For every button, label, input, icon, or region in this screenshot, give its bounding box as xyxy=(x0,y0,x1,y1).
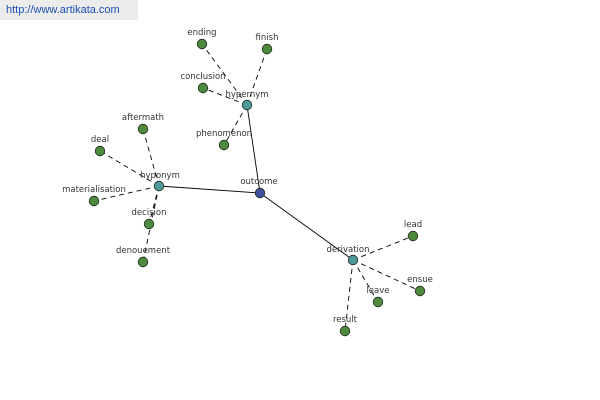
word-node-aftermath[interactable] xyxy=(137,123,149,135)
word-node-phenomenon[interactable] xyxy=(218,139,230,151)
word-node-ensue[interactable] xyxy=(414,285,426,297)
word-node-ending-label: ending xyxy=(187,28,216,38)
word-node-leave-label: leave xyxy=(366,286,389,296)
word-node-decision-label: decision xyxy=(131,208,166,218)
edge-outcome-hyponym xyxy=(158,185,261,194)
word-node-deal-label: deal xyxy=(91,135,109,145)
relation-node-hyponym[interactable] xyxy=(153,180,165,192)
word-node-denouement-label: denouement xyxy=(116,246,171,256)
word-node-ensue-label: ensue xyxy=(407,275,433,285)
center-node-outcome-label: outcome xyxy=(240,177,277,187)
graph-nodes xyxy=(88,38,426,337)
url-banner: http://www.artikata.com xyxy=(0,0,138,20)
word-node-decision[interactable] xyxy=(143,218,155,230)
edge-hypernym-ending xyxy=(201,43,248,106)
relation-node-derivation[interactable] xyxy=(347,254,359,266)
edge-derivation-leave xyxy=(352,259,379,303)
relation-node-hypernym[interactable] xyxy=(241,99,253,111)
edge-hypernym-conclusion xyxy=(202,87,248,106)
word-node-denouement[interactable] xyxy=(137,256,149,268)
word-node-conclusion[interactable] xyxy=(197,82,209,94)
graph-labels: ending finish conclusion phenomenon aftermat… xyxy=(62,28,433,325)
word-node-leave[interactable] xyxy=(372,296,384,308)
word-node-ending[interactable] xyxy=(196,38,208,50)
edge-hypernym-phenomenon xyxy=(223,104,248,146)
edge-outcome-hypernym xyxy=(246,104,261,194)
edge-derivation-result xyxy=(344,259,354,332)
word-node-aftermath-label: aftermath xyxy=(122,113,164,123)
word-node-result[interactable] xyxy=(339,325,351,337)
relation-node-hyponym-label: hyponym xyxy=(140,171,180,181)
edge-hypernym-finish xyxy=(246,48,268,106)
site-url-link[interactable]: http://www.artikata.com xyxy=(6,4,120,16)
word-node-conclusion-label: conclusion xyxy=(180,72,225,82)
graph-edges xyxy=(93,43,421,332)
edge-outcome-derivation xyxy=(259,192,354,261)
center-node-outcome[interactable] xyxy=(254,187,266,199)
relation-node-derivation-label: derivation xyxy=(326,245,369,255)
word-node-finish-label: finish xyxy=(256,33,279,43)
word-node-finish[interactable] xyxy=(261,43,273,55)
word-node-deal[interactable] xyxy=(94,145,106,157)
word-node-materialisation[interactable] xyxy=(88,195,100,207)
word-node-lead[interactable] xyxy=(407,230,419,242)
edge-hyponym-materialisation xyxy=(93,185,160,202)
edge-hyponym-decision xyxy=(148,185,160,225)
word-node-phenomenon-label: phenomenon xyxy=(196,129,252,139)
word-node-result-label: result xyxy=(333,315,358,325)
word-node-lead-label: lead xyxy=(404,220,422,230)
relation-node-hypernym-label: hypernym xyxy=(225,90,268,100)
edge-hyponym-deal xyxy=(99,150,160,187)
edge-derivation-ensue xyxy=(352,259,421,292)
word-node-materialisation-label: materialisation xyxy=(62,185,126,195)
edge-derivation-lead xyxy=(352,235,414,261)
edge-hyponym-aftermath xyxy=(142,128,160,187)
